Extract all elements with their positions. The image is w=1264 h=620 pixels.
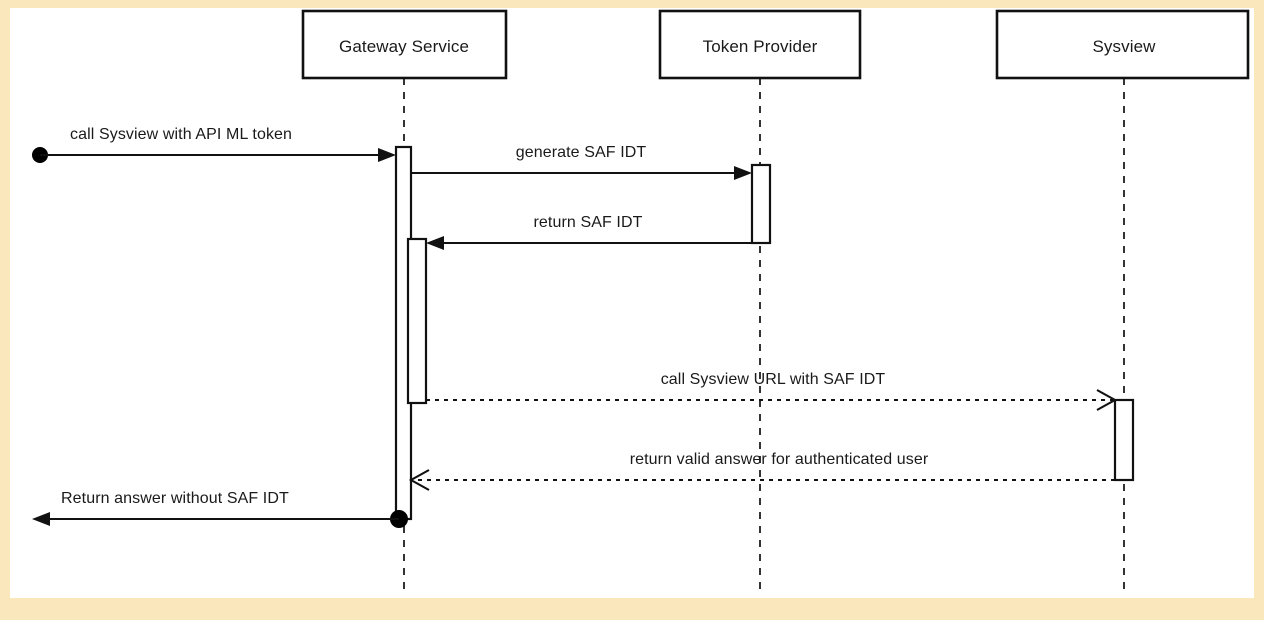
message-label-5: return valid answer for authenticated us…: [630, 451, 929, 468]
activation-bar-gateway-nested[interactable]: [406, 237, 428, 405]
arrowhead-open-left-5: [408, 469, 430, 491]
message-label-2: generate SAF IDT: [516, 144, 647, 161]
participant-label-gateway: Gateway Service: [339, 37, 469, 56]
message-label-1: call Sysview with API ML token: [70, 126, 292, 143]
participant-sysview[interactable]: Sysview: [995, 9, 1250, 80]
arrowhead-filled-left-3: [426, 236, 444, 250]
message-label-4: call Sysview URL with SAF IDT: [661, 371, 886, 388]
message-call-sysview-url-with-saf-idt[interactable]: call Sysview URL with SAF IDT: [426, 371, 1118, 411]
activation-bar-sysview[interactable]: [1113, 398, 1135, 482]
participant-box-sysview[interactable]: [995, 9, 1250, 80]
diagram-canvas: Gateway Service Token Provider Sysview: [10, 8, 1254, 598]
sequence-diagram: Gateway Service Token Provider Sysview: [32, 9, 1250, 593]
message-return-answer-without-saf-idt[interactable]: Return answer without SAF IDT: [32, 490, 408, 528]
lifelines: [403, 78, 1125, 593]
message-call-sysview-with-apiml-token[interactable]: call Sysview with API ML token: [32, 126, 396, 163]
participant-token-provider[interactable]: Token Provider: [658, 9, 862, 80]
arrowhead-filled-right-1: [378, 148, 396, 162]
participant-box-gateway[interactable]: [301, 9, 508, 80]
message-return-saf-idt[interactable]: return SAF IDT: [426, 214, 752, 250]
participant-gateway[interactable]: Gateway Service: [301, 9, 508, 80]
activation-bars: [394, 145, 1135, 521]
arrowhead-filled-left-6: [32, 512, 50, 526]
participant-box-token-provider[interactable]: [658, 9, 862, 80]
message-generate-saf-idt[interactable]: generate SAF IDT: [411, 144, 752, 180]
message-label-3: return SAF IDT: [534, 214, 643, 231]
participant-label-token-provider: Token Provider: [703, 37, 818, 56]
arrowhead-filled-right-2: [734, 166, 752, 180]
message-label-6: Return answer without SAF IDT: [61, 490, 289, 507]
message-return-valid-answer[interactable]: return valid answer for authenticated us…: [408, 451, 1115, 491]
arrowhead-open-right-4: [1096, 389, 1118, 411]
participant-label-sysview: Sysview: [1092, 37, 1156, 56]
activation-bar-token-provider[interactable]: [750, 163, 772, 245]
